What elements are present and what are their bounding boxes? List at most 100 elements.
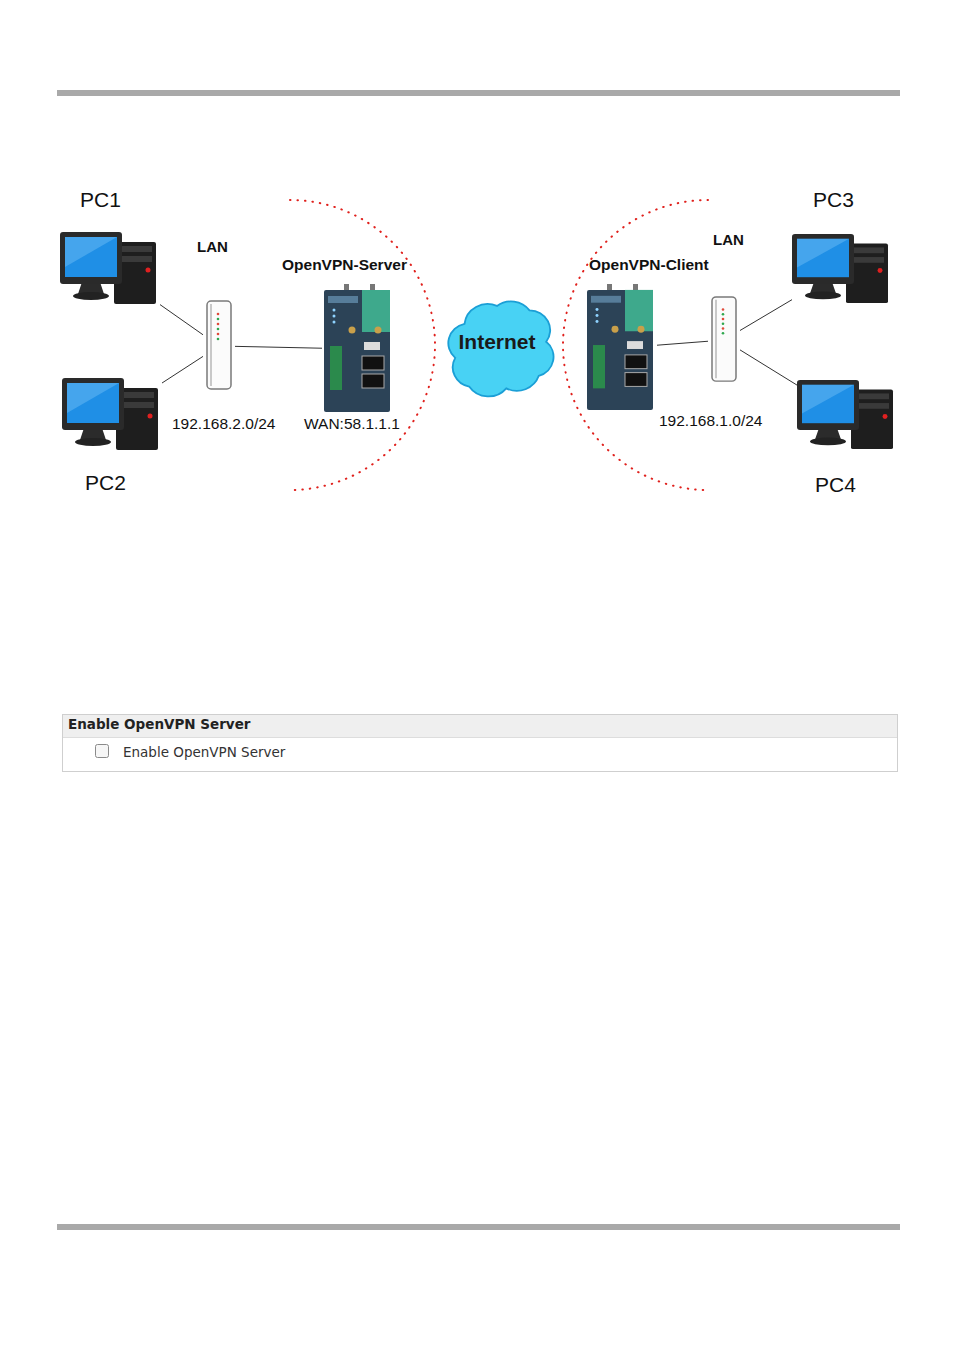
tower-bay — [118, 256, 152, 262]
pc-icon — [60, 232, 160, 307]
router-node: OpenVPN-Client — [585, 284, 657, 412]
router-logo — [328, 296, 358, 303]
router-node: OpenVPN-ServerWAN:58.1.1.1 — [322, 284, 394, 414]
usb-port — [627, 341, 643, 349]
router-body — [587, 290, 653, 410]
ethernet-port — [362, 374, 384, 388]
monitor-base — [75, 438, 111, 446]
terminal-block — [593, 345, 605, 388]
panel-border — [63, 715, 898, 772]
router-led — [333, 321, 336, 324]
status-led — [217, 333, 220, 336]
pc-label: PC1 — [80, 188, 121, 212]
body-label: Enable OpenVPN Server — [123, 745, 285, 761]
switch-icon — [203, 300, 235, 392]
monitor-base — [805, 292, 841, 300]
power-light — [148, 414, 153, 419]
top-rule — [57, 90, 900, 96]
router-front-panel — [625, 290, 653, 331]
router-logo — [591, 296, 621, 303]
monitor-base — [810, 438, 846, 446]
screen-shine — [67, 383, 119, 413]
pc-node: PC2 — [62, 378, 162, 453]
switch-shade — [210, 304, 212, 386]
router-front-panel — [362, 290, 390, 332]
usb-port — [364, 342, 380, 350]
monitor-base — [73, 292, 109, 300]
switch-icon — [708, 296, 740, 384]
pc-icon — [792, 234, 892, 306]
ethernet-port — [625, 373, 647, 387]
status-led — [722, 318, 725, 320]
cloud-label: Internet — [458, 330, 535, 354]
bottom-rule — [57, 1224, 900, 1230]
antenna-connector — [612, 326, 619, 333]
router-led — [596, 320, 599, 323]
router-icon — [585, 284, 657, 412]
monitor-frame — [62, 378, 124, 430]
pc-label: PC2 — [85, 471, 126, 495]
network-cable — [235, 346, 322, 348]
pc-icon — [797, 380, 897, 452]
antenna-connector — [375, 327, 382, 334]
checkbox — [96, 745, 109, 758]
network-cable — [740, 300, 792, 331]
internet-cloud — [448, 301, 553, 396]
tower-bay — [120, 392, 154, 398]
status-led — [722, 313, 725, 315]
switch-body — [712, 297, 736, 381]
monitor-screen — [802, 385, 854, 423]
tower-bay — [118, 246, 152, 252]
monitor-screen — [65, 237, 117, 277]
lan-label: LAN — [197, 238, 228, 255]
monitor-screen — [67, 383, 119, 423]
lan-label: LAN — [713, 231, 744, 248]
server-zone-arc — [290, 200, 435, 490]
power-light — [883, 414, 888, 419]
router-body — [324, 290, 390, 412]
status-led — [217, 323, 220, 326]
screen-shine — [65, 237, 117, 267]
power-light — [146, 268, 151, 273]
monitor-screen — [797, 239, 849, 277]
status-led — [217, 313, 220, 316]
router-led — [333, 309, 336, 312]
status-led — [722, 332, 725, 334]
network-cable — [740, 350, 797, 385]
router-led — [596, 314, 599, 317]
network-cable — [160, 305, 203, 335]
status-led — [217, 318, 220, 321]
router-led — [596, 308, 599, 311]
status-led — [722, 327, 725, 329]
tower-bay — [850, 257, 884, 263]
status-led — [722, 322, 725, 324]
status-led — [217, 328, 220, 331]
antenna-connector — [349, 327, 356, 334]
tower-bay — [850, 247, 884, 253]
tower-bay — [855, 403, 889, 409]
switch-node: LAN192.168.2.0/24 — [203, 300, 235, 392]
network-cable — [657, 341, 708, 345]
cloud-node: Internet — [432, 288, 562, 400]
ip-label: 192.168.1.0/24 — [659, 412, 762, 430]
monitor-frame — [797, 380, 859, 430]
pc-node: PC4 — [797, 380, 897, 452]
vpn-label: OpenVPN-Client — [589, 256, 709, 274]
ethernet-port — [362, 356, 384, 370]
ethernet-port — [625, 355, 647, 369]
panel-node: Enable OpenVPN ServerEnable OpenVPN Serv… — [62, 714, 898, 772]
switch-shade — [715, 300, 717, 378]
pc-node: PC3 — [792, 234, 892, 306]
status-led — [217, 338, 220, 341]
head-label: Enable OpenVPN Server — [68, 717, 251, 733]
router-led — [333, 315, 336, 318]
screen-shine — [797, 239, 849, 268]
pc-label: PC3 — [813, 188, 854, 212]
screen-shine — [802, 385, 854, 414]
terminal-block — [330, 346, 342, 390]
panel-header-rule — [63, 737, 897, 738]
monitor-frame — [60, 232, 122, 284]
power-light — [878, 268, 883, 273]
